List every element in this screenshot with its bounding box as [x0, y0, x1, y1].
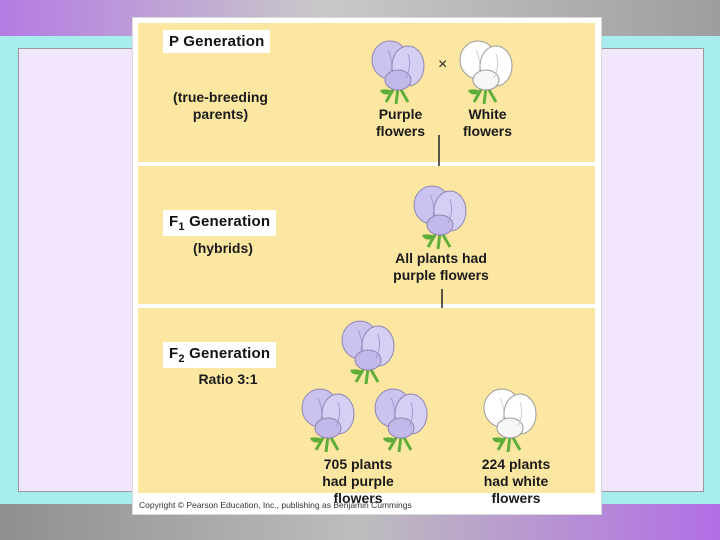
f2-purple-caption-line3: flowers — [333, 490, 383, 506]
f2-white-caption-line2: had white — [483, 473, 549, 489]
p-subtitle-line2: parents) — [192, 106, 249, 122]
white-flower-icon — [459, 40, 513, 105]
white-caption-line2: flowers — [462, 123, 512, 139]
p-subtitle-line1: (true-breeding — [173, 89, 268, 105]
f2-white-caption: 224 plants had white flowers — [466, 456, 566, 507]
white-flowers-caption: White flowers — [450, 106, 525, 140]
f2-generation-title: F2 Generation — [163, 342, 277, 368]
f2-purple-caption-line2: had purple — [322, 473, 394, 489]
f1-generation-title: F1 Generation — [163, 210, 277, 236]
purple-flower-icon — [413, 185, 467, 250]
purple-caption-line1: Purple — [378, 106, 423, 122]
purple-flower-icon — [371, 40, 425, 105]
purple-caption-line2: flowers — [375, 123, 425, 139]
f2-generation-panel: F2 Generation Ratio 3:1 — [138, 308, 595, 506]
f2-title-subscript: 2 — [178, 353, 185, 365]
f1-generation-panel: F1 Generation (hybrids) All plants had p… — [138, 166, 595, 304]
f2-purple-caption-line1: 705 plants — [323, 456, 393, 472]
purple-flower-icon — [341, 320, 395, 385]
f1-generation-subtitle: (hybrids) — [193, 240, 253, 256]
f1-caption: All plants had purple flowers — [376, 250, 506, 284]
p-generation-panel: P Generation (true-breeding parents) × P… — [138, 23, 595, 162]
f1-title-subscript: 1 — [178, 221, 185, 233]
f2-white-caption-line3: flowers — [491, 490, 541, 506]
purple-flowers-caption: Purple flowers — [363, 106, 438, 140]
f2-ratio: Ratio 3:1 — [198, 371, 258, 387]
cross-symbol: × — [438, 56, 448, 73]
purple-flower-icon — [374, 388, 428, 453]
p-generation-subtitle: (true-breeding parents) — [163, 89, 278, 123]
f1-caption-line2: purple flowers — [393, 267, 489, 283]
f2-purple-caption: 705 plants had purple flowers — [308, 456, 408, 507]
f1-title-rest: Generation — [184, 213, 271, 230]
f2-title-letter: F — [169, 345, 179, 362]
f1-caption-line1: All plants had — [395, 250, 487, 266]
white-caption-line1: White — [468, 106, 507, 122]
white-flower-icon — [483, 388, 537, 453]
f2-white-caption-line1: 224 plants — [481, 456, 551, 472]
purple-flower-icon — [301, 388, 355, 453]
mendel-cross-figure: P Generation (true-breeding parents) × P… — [132, 17, 602, 515]
f2-title-rest: Generation — [184, 345, 271, 362]
p-generation-title: P Generation — [163, 30, 271, 53]
f1-title-letter: F — [169, 213, 179, 230]
copyright-notice: Copyright © Pearson Education, Inc., pub… — [139, 500, 412, 510]
